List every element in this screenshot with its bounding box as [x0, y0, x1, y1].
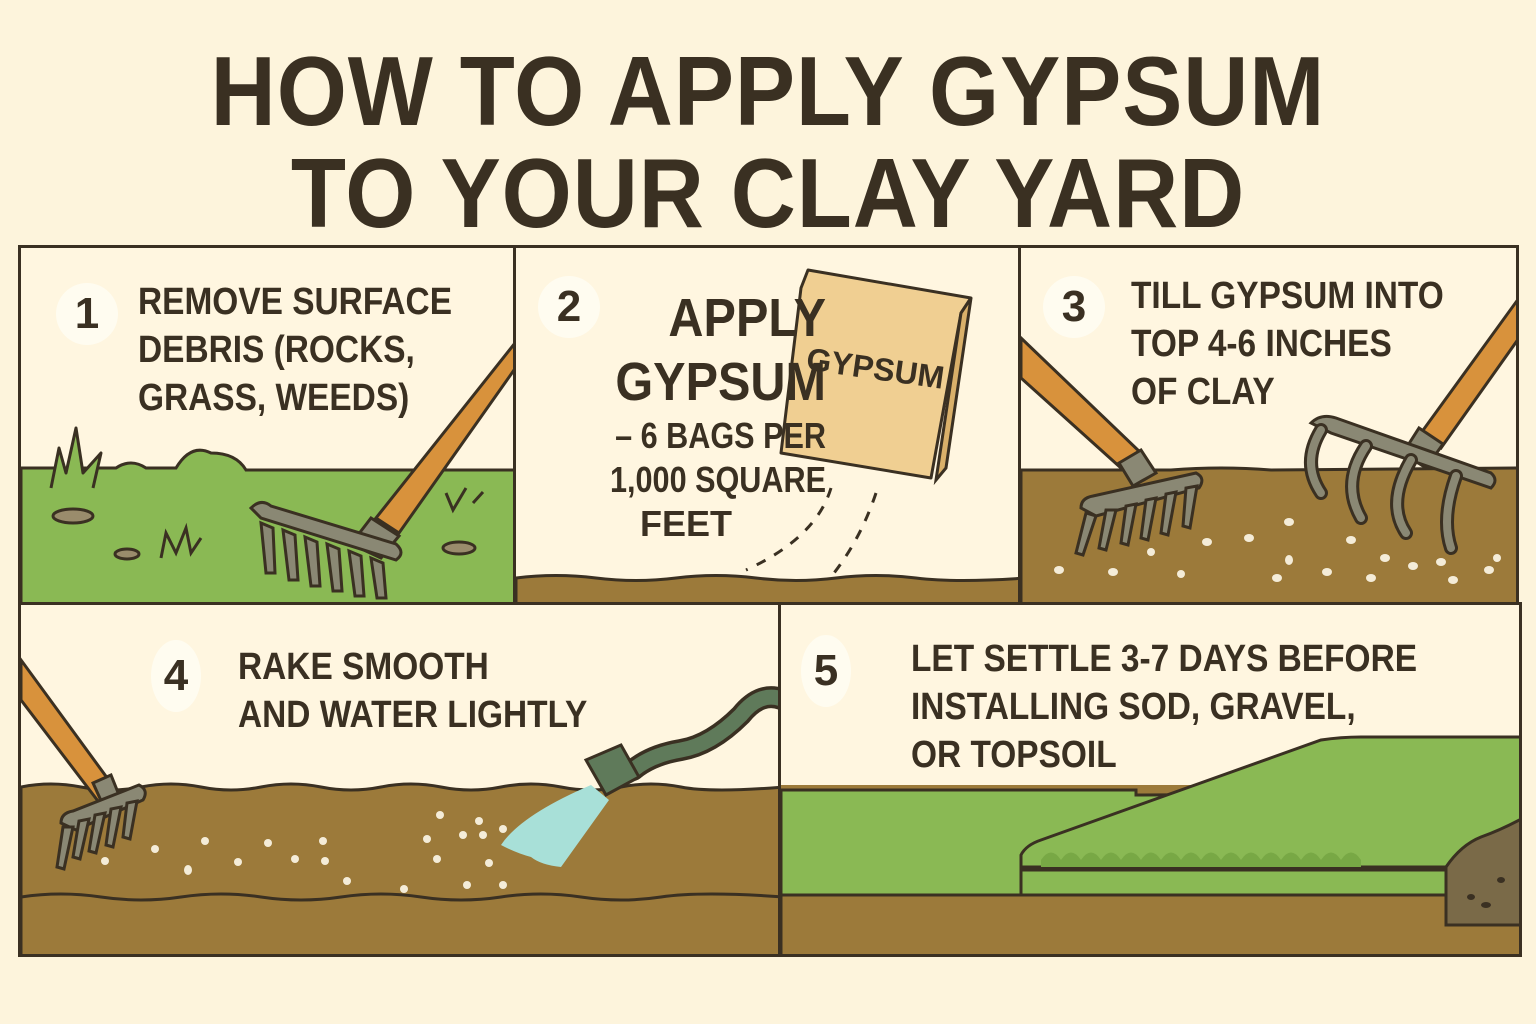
gypsum-bag-icon: GYPSUM [516, 268, 1020, 602]
step-2-text: APPLY GYPSUM – 6 BAGS PER 1,000 SQUARE F… [610, 288, 826, 544]
step-number-badge-4: 4 [151, 640, 201, 712]
step-panel-1: 1 REMOVE SURFACE DEBRIS (ROCKS, GRASS, W… [18, 245, 516, 605]
title-line-2: TO YOUR CLAY YARD [290, 138, 1246, 248]
step-number-badge-1: 1 [56, 283, 118, 345]
step-number-badge-2: 2 [538, 276, 600, 338]
step-4-text: RAKE SMOOTH AND WATER LIGHTLY [238, 646, 588, 736]
rake-and-hose-icon [21, 657, 778, 954]
step-panel-4: 4 RAKE SMOOTH AND WATER LIGHTLY [18, 602, 781, 957]
sod-and-topsoil-icon [781, 735, 1519, 954]
step-number-badge-3: 3 [1043, 276, 1105, 338]
step-number-badge-5: 5 [801, 635, 851, 707]
step-5-text: LET SETTLE 3-7 DAYS BEFORE INSTALLING SO… [911, 638, 1418, 776]
page-title: HOW TO APPLY GYPSUM TO YOUR CLAY YARD [61, 40, 1474, 244]
step-panel-2: GYPSUM 2 APPLY GYPSUM – 6 BAGS PER 1,000… [513, 245, 1023, 605]
title-line-1: HOW TO APPLY GYPSUM [210, 36, 1326, 146]
step-panel-5: 5 LET SETTLE 3-7 DAYS BEFORE INSTALLING … [778, 602, 1522, 957]
tiller-rakes-in-soil-icon [1021, 299, 1516, 602]
rake-on-grass-icon [21, 343, 513, 602]
step-panel-3: 3 TILL GYPSUM INTO TOP 4-6 INCHES OF CLA… [1018, 245, 1519, 605]
step-1-text: REMOVE SURFACE DEBRIS (ROCKS, GRASS, WEE… [138, 281, 453, 419]
step-3-text: TILL GYPSUM INTO TOP 4-6 INCHES OF CLAY [1131, 275, 1444, 413]
